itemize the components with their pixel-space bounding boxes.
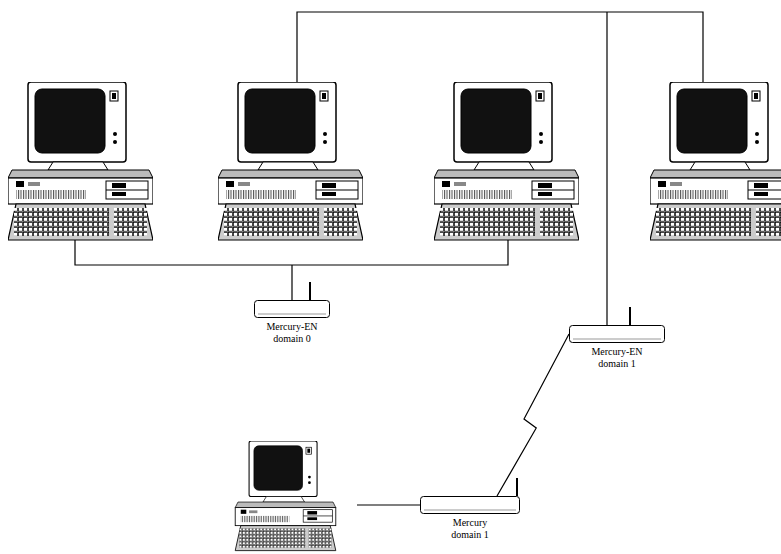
computer — [8, 82, 153, 240]
radio-modem: Mercury domain 1 — [420, 496, 520, 540]
radio-device — [254, 300, 330, 318]
lan-wire — [606, 12, 607, 325]
lan-wire — [291, 265, 292, 300]
computer — [218, 82, 363, 240]
radio-modem: Mercury-EN domain 0 — [254, 300, 330, 344]
radio-modem: Mercury-EN domain 1 — [569, 325, 665, 369]
antenna — [309, 282, 311, 300]
antenna — [516, 478, 518, 496]
device-edge — [258, 314, 326, 315]
device-case — [570, 326, 665, 343]
computer — [650, 82, 781, 240]
device-edge — [573, 339, 661, 340]
wireless-link — [497, 334, 569, 496]
antenna — [629, 307, 631, 325]
device-edge — [424, 510, 516, 511]
device-case — [255, 301, 330, 318]
radio-device — [420, 496, 520, 514]
device-label: Mercury-EN domain 1 — [586, 346, 648, 369]
lan-wire — [75, 240, 508, 265]
computer — [434, 82, 579, 240]
lan-wire — [297, 12, 703, 82]
network-wires — [75, 12, 703, 505]
device-label: Mercury-EN domain 0 — [261, 321, 323, 344]
computer — [235, 441, 336, 551]
serial-cable — [357, 504, 420, 505]
radio-device — [569, 325, 665, 343]
device-case — [421, 497, 520, 514]
device-label: Mercury domain 1 — [439, 517, 501, 540]
